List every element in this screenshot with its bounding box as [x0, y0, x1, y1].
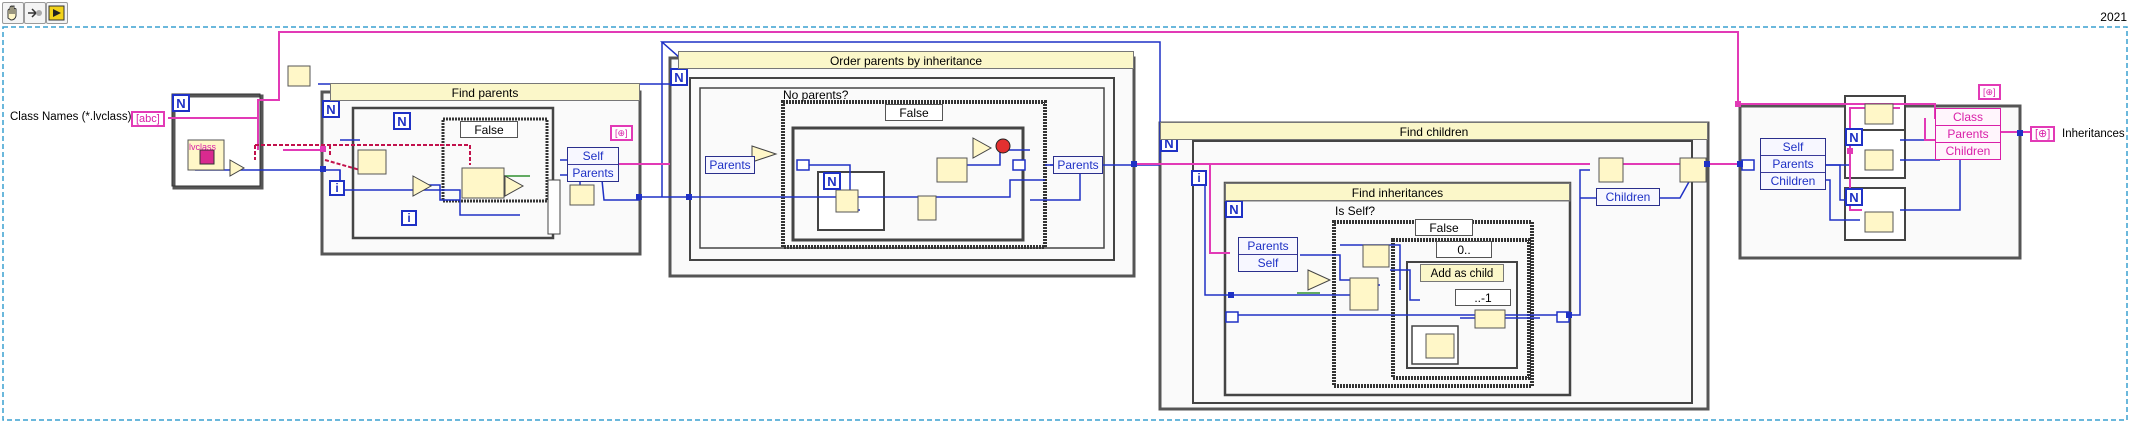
case-selector-range-start[interactable]: 0.. — [1436, 241, 1492, 258]
cluster-children: Children — [1596, 188, 1660, 206]
pink-tunnels — [320, 101, 1853, 154]
cluster-field-children: Children — [1770, 174, 1816, 188]
highlight-execution-button[interactable] — [2, 2, 24, 24]
loop-count-n: N — [670, 68, 688, 86]
function-nodes — [461, 167, 1379, 311]
loop-count-n: N — [1845, 188, 1863, 206]
wire-green — [500, 175, 1320, 294]
input-terminal-label: Class Names (*.lvclass) — [10, 111, 132, 123]
version-label: 2021 — [2100, 10, 2127, 24]
output-terminal[interactable]: [⊕] — [2030, 126, 2056, 142]
case-label-no-parents: No parents? — [783, 88, 849, 102]
output-terminal-label: Inheritances — [2062, 128, 2125, 140]
cluster-field-self: Self — [1761, 139, 1825, 156]
diagram-toolbar — [0, 0, 80, 24]
stop-button — [995, 138, 1011, 154]
lvclass-constant: lvclass — [189, 142, 217, 152]
cluster-field-parents: Parents — [572, 166, 614, 180]
cluster-find-parents-out: Self Parents — [567, 147, 619, 182]
case-selector-is-self[interactable]: False — [1415, 219, 1473, 236]
array-index-nodes — [287, 65, 1894, 359]
loop-count-n: N — [393, 112, 411, 130]
frame-title-find-children: Find children — [1160, 122, 1708, 140]
loop-index-i: i — [329, 180, 345, 196]
step-button[interactable] — [24, 2, 46, 24]
frame-title-find-parents: Find parents — [330, 83, 640, 101]
run-button[interactable] — [46, 2, 68, 24]
cluster-final-unbundle: Self Parents Children — [1760, 138, 1826, 190]
loop-count-n: N — [172, 94, 190, 112]
comparison-triangle — [229, 159, 246, 177]
frame-title-order-parents: Order parents by inheritance — [678, 51, 1134, 69]
cluster-field-parents: Parents — [1057, 158, 1099, 172]
wires-dashed — [254, 144, 471, 171]
lvclass-node — [187, 139, 225, 171]
loop-count-n: N — [322, 100, 340, 118]
cluster-field-self: Self — [568, 148, 618, 165]
case-label-is-self: Is Self? — [1335, 204, 1376, 218]
cluster-field-parents: Parents — [1239, 238, 1297, 255]
compare-nodes — [412, 137, 1332, 291]
cluster-order-parents-in: Parents — [705, 156, 755, 174]
cluster-field-children: Children — [1945, 144, 1991, 158]
cluster-final-bundle: Class Parents Children — [1935, 108, 2001, 160]
cluster-field-parents: Parents — [1936, 126, 2000, 143]
shift-registers — [796, 159, 1755, 323]
frame-title-find-inheritances: Find inheritances — [1225, 183, 1570, 201]
cluster-field-children: Children — [1605, 190, 1651, 204]
run-arrow-icon — [48, 5, 65, 21]
loop-index-i: i — [401, 210, 417, 226]
case-label-add-as-child: Add as child — [1420, 264, 1504, 282]
cluster-field-parents: Parents — [709, 158, 751, 172]
cluster-field-class: Class — [1936, 109, 2000, 126]
loop-count-n: N — [1845, 128, 1863, 146]
bundle-in-constant: [⊕] — [610, 125, 633, 141]
cluster-field-self: Self — [1257, 256, 1279, 270]
bundle-out-constant: [⊕] — [1978, 84, 2001, 100]
cluster-find-inheritances-in: Parents Self — [1238, 237, 1298, 272]
cluster-field-parents: Parents — [1761, 156, 1825, 173]
case-selector-range-end[interactable]: ..-1 — [1455, 289, 1511, 306]
loop-count-n: N — [1225, 200, 1243, 218]
tunnels — [320, 130, 2023, 318]
diagram-border — [2, 26, 2128, 421]
case-selector-find-parents[interactable]: False — [460, 121, 518, 138]
loop-count-n: N — [823, 172, 841, 190]
case-selector-no-parents[interactable]: False — [885, 104, 943, 121]
cluster-order-parents-out: Parents — [1053, 156, 1103, 174]
loop-index-i: i — [1191, 170, 1207, 186]
highlight-execution-icon — [7, 5, 17, 21]
step-icon — [28, 8, 42, 18]
input-terminal[interactable]: [abc] — [131, 111, 165, 127]
